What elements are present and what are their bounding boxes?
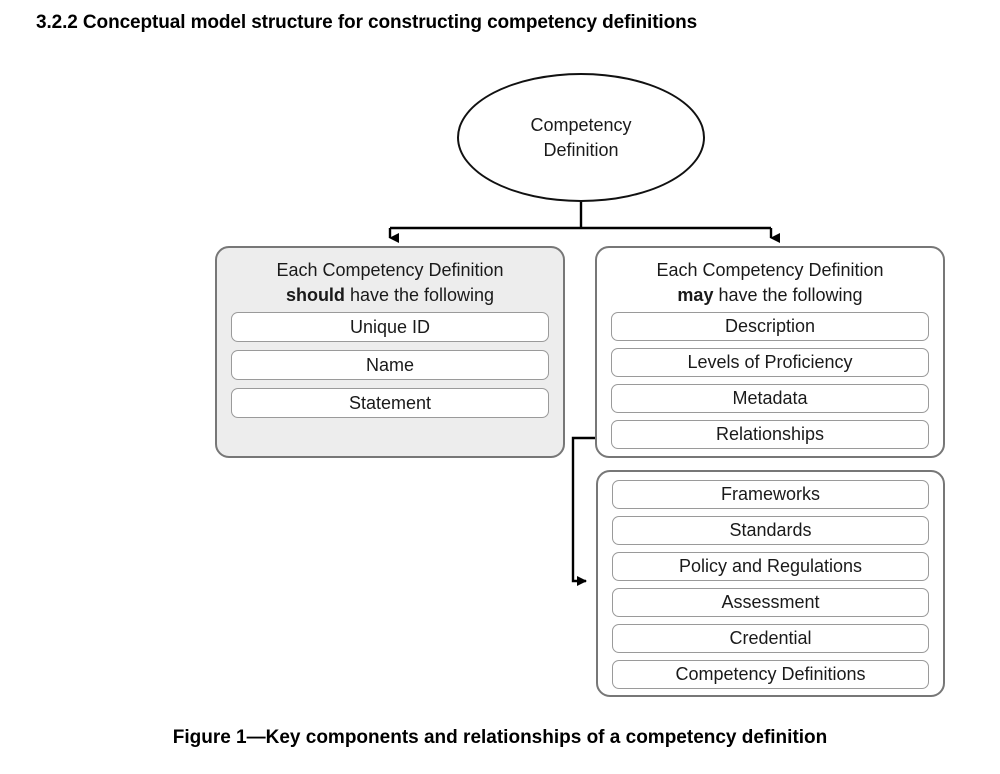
- panel-should-row-list: Unique ID Name Statement: [217, 312, 563, 418]
- row-name[interactable]: Name: [231, 350, 549, 380]
- panel-should-title-line1: Each Competency Definition: [276, 260, 504, 280]
- panel-should-have: Each Competency Definition should have t…: [215, 246, 565, 458]
- panel-may-title-line1: Each Competency Definition: [656, 260, 884, 280]
- row-unique-id[interactable]: Unique ID: [231, 312, 549, 342]
- row-levels-of-proficiency[interactable]: Levels of Proficiency: [611, 348, 929, 377]
- row-credential[interactable]: Credential: [612, 624, 929, 653]
- row-statement[interactable]: Statement: [231, 388, 549, 418]
- row-description[interactable]: Description: [611, 312, 929, 341]
- panel-may-title-emphasis: may: [677, 285, 714, 305]
- root-node-label: Competency Definition: [530, 114, 632, 160]
- row-relationships[interactable]: Relationships: [611, 420, 929, 449]
- root-node-competency-definition: Competency Definition: [457, 73, 705, 202]
- section-heading: 3.2.2 Conceptual model structure for con…: [36, 12, 698, 33]
- panel-relationship-types: Frameworks Standards Policy and Regulati…: [596, 470, 945, 697]
- panel-may-have: Each Competency Definition may have the …: [595, 246, 945, 458]
- row-metadata[interactable]: Metadata: [611, 384, 929, 413]
- panel-relationship-row-list: Frameworks Standards Policy and Regulati…: [598, 480, 943, 689]
- panel-may-title-line2: have the following: [713, 285, 863, 305]
- row-frameworks[interactable]: Frameworks: [612, 480, 929, 509]
- row-standards[interactable]: Standards: [612, 516, 929, 545]
- row-competency-definitions[interactable]: Competency Definitions: [612, 660, 929, 689]
- panel-may-row-list: Description Levels of Proficiency Metada…: [597, 312, 943, 449]
- panel-should-title-emphasis: should: [285, 285, 345, 305]
- row-assessment[interactable]: Assessment: [612, 588, 929, 617]
- panel-should-title: Each Competency Definition should have t…: [217, 248, 563, 312]
- panel-should-title-line2: have the following: [344, 285, 495, 305]
- panel-may-title: Each Competency Definition may have the …: [597, 248, 943, 312]
- figure-caption: Figure 1—Key components and relationship…: [172, 727, 828, 748]
- row-policy-and-regulations[interactable]: Policy and Regulations: [612, 552, 929, 581]
